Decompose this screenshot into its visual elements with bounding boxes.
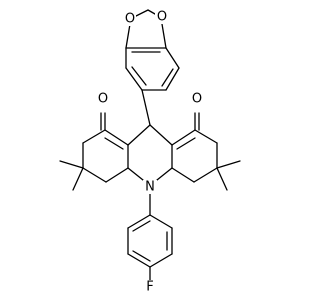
bond (127, 124, 151, 146)
oxygen-label-ring-upper: O (157, 10, 167, 25)
bond (72, 167, 84, 191)
fluorine-label: F (146, 280, 153, 295)
bond (141, 89, 151, 126)
bond (193, 167, 218, 183)
atom-labels: O O O O N F (97, 10, 204, 295)
bond (171, 129, 196, 146)
bond (216, 167, 228, 191)
bond (149, 253, 173, 268)
oxygen-label-ring-lower: O (125, 12, 135, 27)
bond (104, 129, 129, 146)
bond (132, 250, 151, 262)
bond (59, 160, 84, 169)
bond (82, 167, 107, 183)
bond (171, 167, 195, 183)
bond (104, 137, 124, 150)
bond (149, 124, 173, 146)
bond (125, 67, 143, 91)
oxygen-label-ketone-left: O (98, 92, 108, 107)
bond (194, 129, 218, 144)
bonds (59, 9, 241, 281)
bond (216, 160, 241, 169)
nitrogen-label: N (145, 180, 155, 195)
bond (82, 129, 106, 144)
bond (176, 137, 196, 150)
bond (127, 167, 144, 181)
bond (149, 214, 173, 229)
bond (132, 220, 151, 232)
bond (161, 23, 167, 49)
chemical-structure-diagram: O O O O N F (59, 9, 241, 295)
bond (156, 167, 173, 181)
oxygen-label-ketone-right: O (192, 92, 202, 107)
bond (105, 167, 129, 183)
bond (125, 23, 131, 49)
bond (127, 214, 151, 229)
bond (131, 66, 147, 86)
bond (165, 47, 180, 69)
bond (127, 253, 151, 268)
bond (161, 68, 174, 87)
bond (165, 67, 180, 91)
